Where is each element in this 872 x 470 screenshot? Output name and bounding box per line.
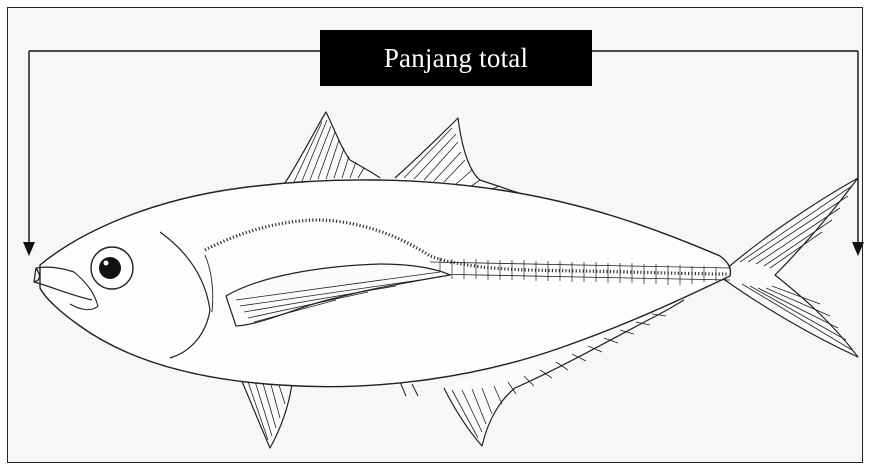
caudal-fin	[725, 178, 858, 357]
left-arrow-head	[23, 242, 35, 256]
right-arrow-head	[852, 242, 864, 256]
fish-eye	[91, 247, 133, 289]
first-dorsal-fin	[285, 112, 380, 183]
fish-illustration	[34, 112, 858, 448]
small-spines	[400, 382, 418, 396]
total-length-label: Panjang total	[320, 30, 592, 86]
